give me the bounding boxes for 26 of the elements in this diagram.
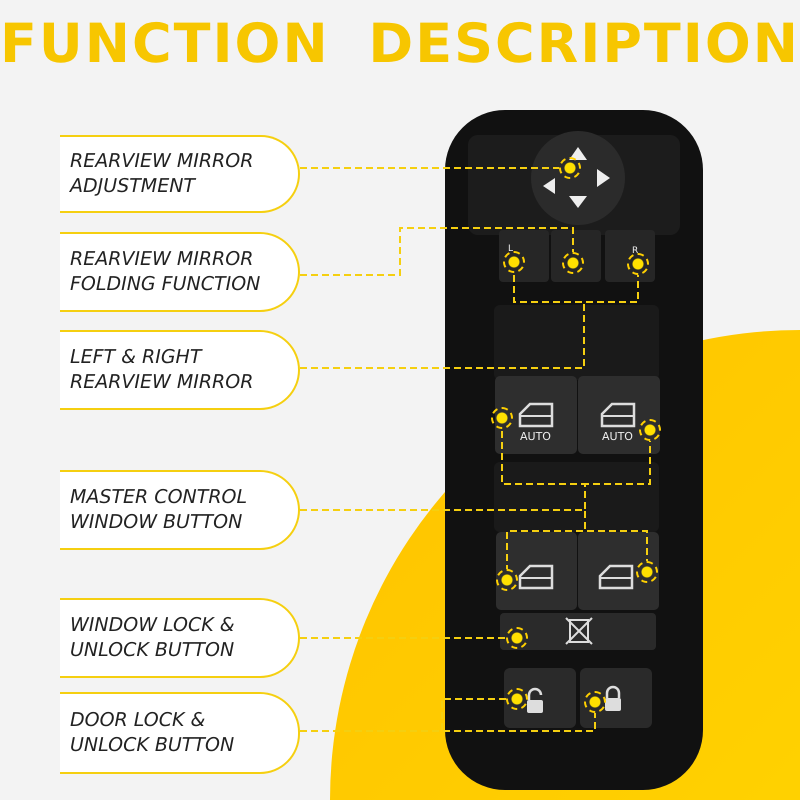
callout-text: MASTER CONTROL WINDOW BUTTON — [70, 485, 248, 535]
button-marking: R — [632, 246, 638, 256]
callout-text: DOOR LOCK & UNLOCK BUTTON — [70, 708, 236, 758]
callout-box — [60, 692, 300, 774]
target-dot — [639, 419, 661, 441]
target-dot — [506, 688, 528, 710]
target-dot — [496, 569, 518, 591]
callout-text: REARVIEW MIRROR ADJUSTMENT — [70, 149, 254, 199]
callout-box — [60, 330, 300, 410]
button-marking: AUTO — [520, 430, 551, 443]
button-marking: AUTO — [602, 430, 633, 443]
target-dot — [506, 627, 528, 649]
callout-text: WINDOW LOCK & UNLOCK BUTTON — [70, 613, 236, 663]
callout-box — [60, 470, 300, 550]
target-dot — [636, 561, 658, 583]
callout-text: REARVIEW MIRROR FOLDING FUNCTION — [70, 247, 262, 297]
leader-line — [300, 167, 559, 169]
leader-line — [300, 227, 574, 276]
callout-box — [60, 232, 300, 312]
title: FUNCTION DESCRIPTION — [0, 12, 800, 75]
target-dot — [584, 691, 606, 713]
callout-box — [60, 598, 300, 678]
leader-line — [300, 637, 506, 639]
callout-text: LEFT & RIGHT REARVIEW MIRROR — [70, 345, 254, 395]
callout-box — [60, 135, 300, 213]
button-marking: L — [508, 244, 514, 254]
